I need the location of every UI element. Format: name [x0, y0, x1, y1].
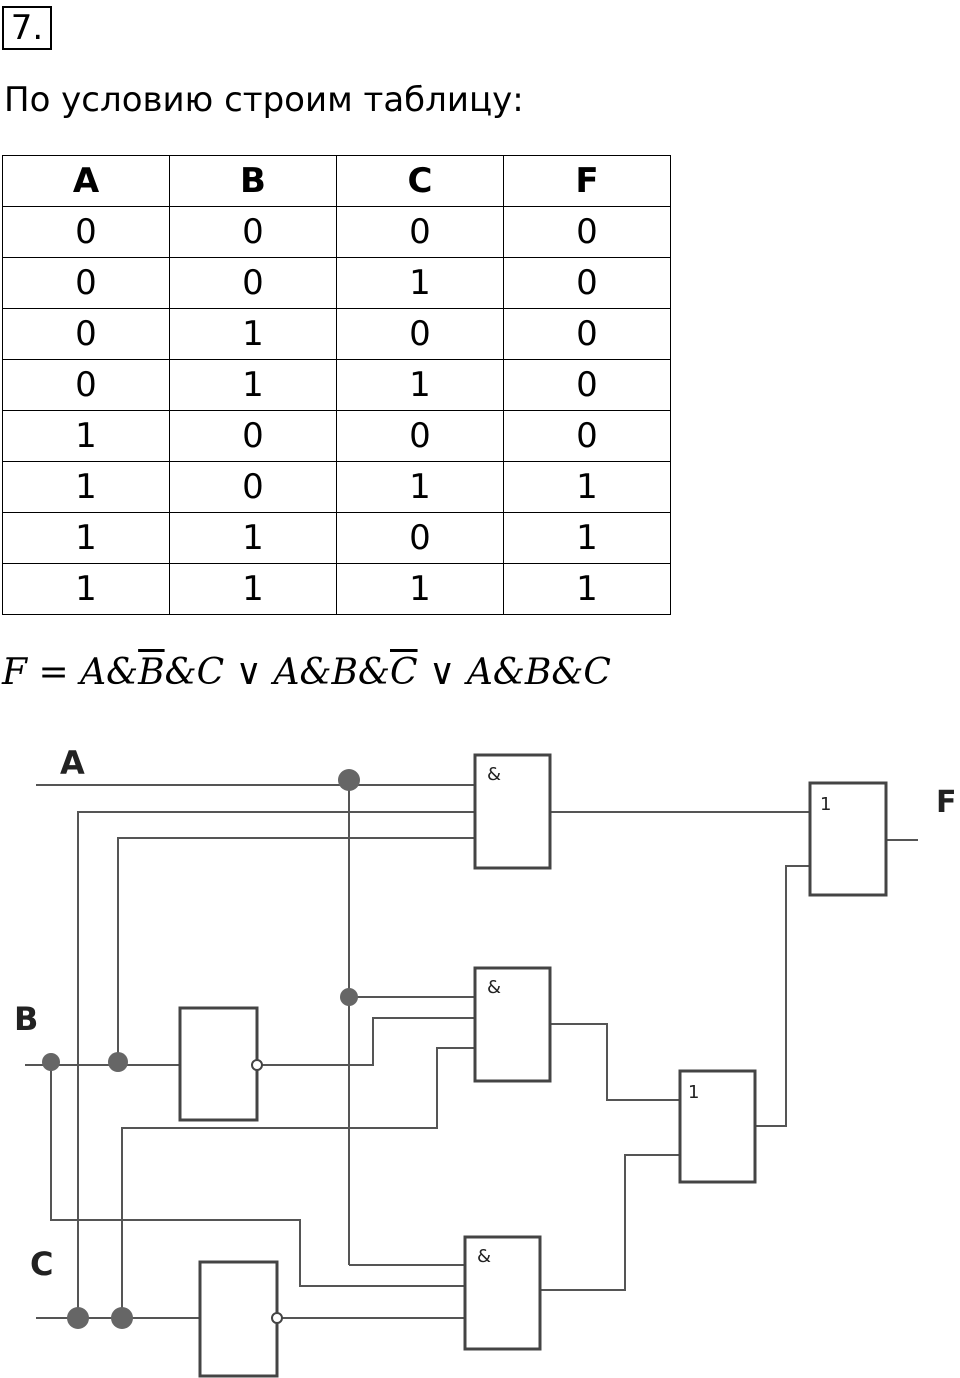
formula-term-1: A&B&C	[80, 652, 224, 693]
cell: 0	[336, 308, 504, 360]
var-b: B	[524, 652, 552, 693]
junction-dot	[338, 769, 360, 791]
and-op: &	[357, 652, 390, 693]
cell: 0	[336, 410, 504, 462]
cell: 1	[169, 359, 337, 411]
junction-dot	[67, 1307, 89, 1329]
and-gate-2	[473, 966, 552, 1083]
cell: 1	[169, 308, 337, 360]
and-gate-3	[463, 1235, 542, 1351]
cell: 1	[503, 563, 671, 615]
var-b-negated: B	[138, 652, 165, 693]
and-op: &	[164, 652, 197, 693]
cell: 0	[169, 461, 337, 513]
cell: 1	[336, 359, 504, 411]
cell: 0	[503, 206, 671, 258]
not-gate-b	[178, 1006, 259, 1122]
and-op: &	[299, 652, 332, 693]
and-gate-1	[473, 753, 552, 870]
and-gate-1-symbol: &	[487, 764, 501, 785]
junction-dot	[340, 988, 358, 1006]
or-gate-out	[808, 781, 888, 897]
header-c: C	[336, 155, 504, 207]
not-bubble-c	[271, 1312, 283, 1324]
table-header-row: A B C F	[2, 155, 671, 207]
cell: 1	[503, 461, 671, 513]
var-c: C	[583, 652, 611, 693]
header-a: A	[2, 155, 170, 207]
formula-equals: =	[38, 652, 69, 693]
formula-term-2: A&B&C	[273, 652, 417, 693]
and-op: &	[106, 652, 139, 693]
cell: 1	[2, 563, 170, 615]
input-label-b: B	[14, 1000, 38, 1038]
input-label-a: A	[60, 744, 85, 782]
var-c: C	[196, 652, 225, 693]
cell: 1	[2, 461, 170, 513]
input-label-c: C	[30, 1245, 53, 1283]
cell: 1	[2, 410, 170, 462]
var-b: B	[331, 652, 358, 693]
var-c-negated: C	[390, 652, 418, 693]
and-op: &	[551, 652, 584, 693]
cell: 1	[336, 563, 504, 615]
junction-dot	[108, 1052, 128, 1072]
formula-term-3: A&B&C	[467, 652, 611, 693]
and-gate-2-symbol: &	[487, 977, 501, 998]
cell: 1	[169, 563, 337, 615]
intro-text: По условию строим таблицу:	[4, 80, 524, 120]
cell: 1	[336, 461, 504, 513]
cell: 0	[503, 257, 671, 309]
formula-lhs: F	[2, 652, 27, 693]
cell: 1	[336, 257, 504, 309]
header-b: B	[169, 155, 337, 207]
formula-or: ∨	[429, 652, 456, 693]
cell: 0	[2, 359, 170, 411]
task-number: 7.	[2, 6, 52, 50]
var-a: A	[273, 652, 300, 693]
output-label-f: F	[936, 785, 957, 820]
cell: 0	[336, 512, 504, 564]
cell: 0	[336, 206, 504, 258]
and-op: &	[492, 652, 525, 693]
junction-dot	[42, 1053, 60, 1071]
cell: 0	[2, 257, 170, 309]
formula-or: ∨	[235, 652, 262, 693]
cell: 0	[503, 410, 671, 462]
cell: 1	[503, 512, 671, 564]
junction-dot	[111, 1307, 133, 1329]
cell: 0	[169, 410, 337, 462]
or-gate-mid	[678, 1069, 757, 1184]
not-bubble-b	[251, 1059, 263, 1071]
cell: 0	[503, 308, 671, 360]
var-a: A	[466, 652, 493, 693]
cell: 0	[169, 257, 337, 309]
cell: 0	[2, 308, 170, 360]
or-gate-out-symbol: 1	[820, 794, 831, 815]
cell: 1	[169, 512, 337, 564]
not-gate-c	[198, 1260, 279, 1378]
cell: 0	[169, 206, 337, 258]
formula: F = A&B&C ∨ A&B&C ∨ A&B&C	[2, 652, 611, 693]
or-gate-mid-symbol: 1	[688, 1082, 699, 1103]
header-f: F	[503, 155, 671, 207]
cell: 1	[2, 512, 170, 564]
var-a: A	[80, 652, 107, 693]
logic-circuit: A B C F & & & 1 1	[14, 744, 957, 1378]
cell: 0	[2, 206, 170, 258]
and-gate-3-symbol: &	[477, 1246, 491, 1267]
cell: 0	[503, 359, 671, 411]
